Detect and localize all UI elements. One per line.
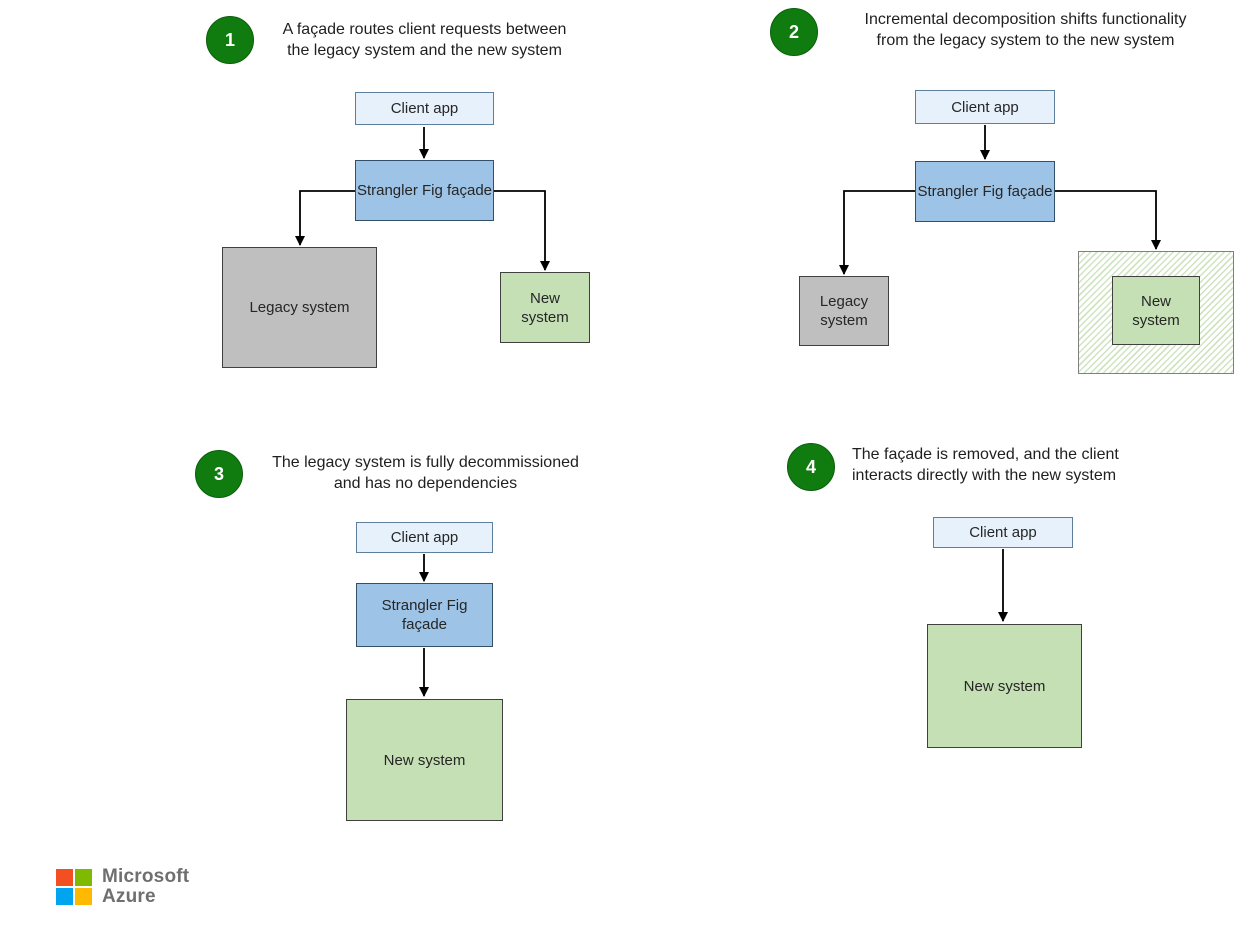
caption-step-1: A façade routes client requests between …	[252, 19, 597, 61]
box-label: New system	[963, 677, 1046, 695]
brand-wordmark: Microsoft Azure	[102, 867, 189, 907]
step-badge-2: 2	[770, 8, 818, 56]
client-app-box-p4: Client app	[933, 517, 1073, 548]
box-label: New system	[1132, 292, 1180, 329]
caption-line: A façade routes client requests between	[282, 21, 567, 38]
step-badge-3: 3	[195, 450, 243, 498]
box-label: Client app	[390, 529, 459, 546]
client-app-box-p1: Client app	[355, 92, 494, 125]
box-label: Legacy system	[249, 299, 350, 316]
decomposed-legacy-hatched-area-p2	[1078, 251, 1234, 374]
caption-step-3: The legacy system is fully decommissione…	[243, 452, 608, 494]
client-app-box-p3: Client app	[356, 522, 493, 553]
arrow-p1-facade-to-legacy	[295, 190, 355, 246]
brand-line-azure: Azure	[102, 886, 156, 907]
ms-square-yellow	[75, 888, 92, 905]
legacy-system-box-p2: Legacy system	[799, 276, 889, 346]
legacy-system-box-p1: Legacy system	[222, 247, 377, 368]
caption-line: interacts directly with the new system	[852, 467, 1117, 484]
microsoft-azure-logo: Microsoft Azure	[56, 867, 189, 907]
new-system-box-p4: New system	[927, 624, 1082, 748]
brand-line-microsoft: Microsoft	[102, 866, 190, 887]
step-number: 2	[788, 21, 799, 42]
arrow-p2-facade-to-legacy	[839, 190, 915, 275]
arrow-p2-facade-to-new	[1055, 190, 1161, 250]
caption-line: and has no dependencies	[333, 475, 518, 492]
box-label: Strangler Fig façade	[917, 183, 1053, 200]
box-label: Client app	[969, 524, 1037, 541]
new-system-box-p2: New system	[1112, 276, 1200, 345]
caption-step-4: The façade is removed, and the client in…	[852, 444, 1172, 486]
box-label: Client app	[951, 98, 1019, 116]
ms-square-green	[75, 869, 92, 886]
caption-line: The façade is removed, and the client	[852, 446, 1119, 463]
box-label: Strangler Fig façade	[381, 597, 468, 633]
microsoft-logo-icon	[56, 869, 92, 905]
strangler-facade-box-p1: Strangler Fig façade	[355, 160, 494, 221]
ms-square-red	[56, 869, 73, 886]
caption-line: Incremental decomposition shifts functio…	[864, 11, 1187, 28]
step-number: 4	[805, 456, 816, 477]
caption-line: from the legacy system to the new system	[876, 32, 1175, 49]
client-app-box-p2: Client app	[915, 90, 1055, 124]
ms-square-blue	[56, 888, 73, 905]
box-label: Legacy system	[819, 293, 869, 329]
new-system-box-p3: New system	[346, 699, 503, 821]
caption-line: The legacy system is fully decommissione…	[272, 454, 579, 471]
strangler-facade-box-p3: Strangler Fig façade	[356, 583, 493, 647]
step-badge-4: 4	[787, 443, 835, 491]
strangler-facade-box-p2: Strangler Fig façade	[915, 161, 1055, 222]
box-label: New system	[383, 751, 466, 769]
step-number: 3	[213, 463, 224, 484]
arrow-p1-facade-to-new	[494, 190, 550, 271]
step-badge-1: 1	[206, 16, 254, 64]
box-label: Client app	[390, 100, 459, 117]
box-label: Strangler Fig façade	[356, 182, 493, 199]
new-system-box-p1: New system	[500, 272, 590, 343]
box-label: New system	[521, 289, 569, 326]
caption-step-2: Incremental decomposition shifts functio…	[828, 9, 1223, 51]
step-number: 1	[224, 29, 235, 50]
caption-line: the legacy system and the new system	[287, 42, 562, 59]
